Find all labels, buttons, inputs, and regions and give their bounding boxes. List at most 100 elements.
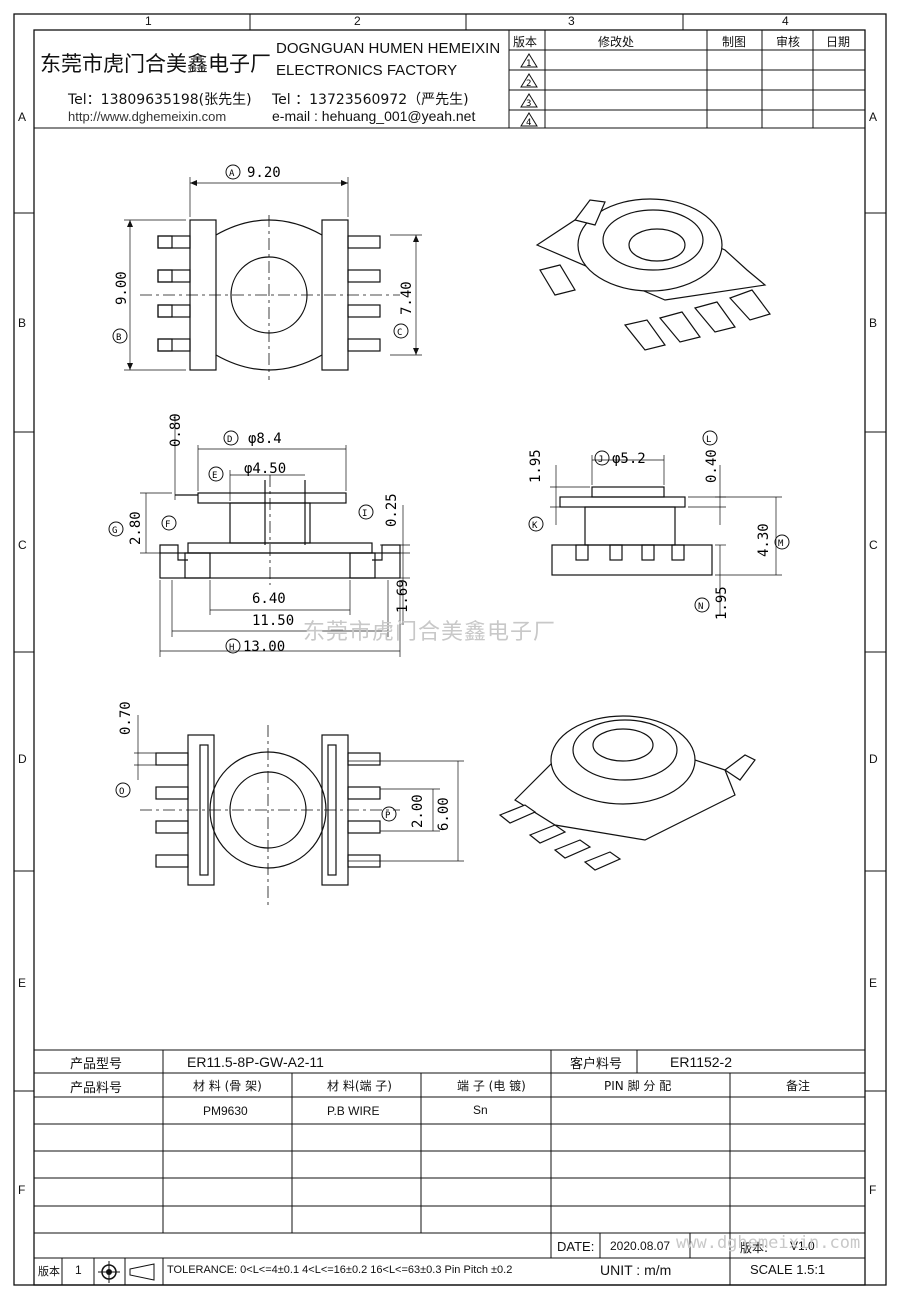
dim-n-value: 1.95 [714,586,730,620]
dim-o-value: 0.70 [118,701,134,735]
company-tel-2: Tel ：13723560972（严先生) [272,92,469,108]
dim-m-marker: M [778,539,784,549]
dim-b-marker: B [116,333,121,343]
date-value: 2020.08.07 [610,1239,671,1253]
dim-k-marker: K [532,521,538,531]
side-view-drawing: J φ5.2 1.95 K L 0.40 4.30 M N 1.95 [528,430,790,620]
rev-header-date: 日期 [826,35,851,49]
rev-header-change: 修改处 [598,35,635,49]
grid-row-f-left: F [18,1183,26,1197]
rev-header-version: 版本 [513,35,538,49]
svg-text:3: 3 [526,99,531,108]
grid-row-d-left: D [18,752,27,766]
dim-f-marker: F [165,520,170,530]
top-view-drawing: A 9.20 B 9.00 C 7.40 [112,164,422,380]
dim-m-value: 4.30 [756,523,772,557]
projection-symbol-icon [98,1261,162,1288]
grid-col-3: 3 [568,14,575,28]
company-tel-1: Tel：13809635198(张先生) [68,92,252,108]
dim-a-value: 9.20 [247,165,281,181]
iso-view-top [535,198,771,351]
customer-pn-label: 客户料号 [570,1057,623,1072]
dim-d-value: φ8.4 [248,431,282,447]
grid-row-a-left: A [18,110,27,124]
svg-text:1: 1 [526,59,531,68]
rev-label: 版本 [38,1265,60,1278]
company-email[interactable]: e-mail : hehuang_001@yeah.net [272,108,476,124]
mat-bobbin-value: PM9630 [203,1104,248,1118]
remark-label: 备注 [786,1079,811,1093]
svg-text:2: 2 [526,79,531,88]
url-overlay-watermark: www.dghemeixin.com [676,1233,861,1253]
grid-row-c-left: C [18,538,27,552]
dim-c-marker: C [397,328,402,338]
grid-row-e-right: E [869,976,878,990]
rev-header-checked: 审核 [776,35,801,49]
mat-pin-label: 材 料(端 子) [327,1079,392,1093]
product-pn-label: 产品料号 [70,1081,123,1096]
iso-view-bottom [498,715,756,871]
company-name-en-2: ELECTRONICS FACTORY [276,62,458,79]
version-label: 版本: [740,1241,769,1255]
unit-text: UNIT : m/m [600,1262,672,1278]
dim-o-marker: O [119,787,124,797]
version-value: V1.0 [790,1239,815,1253]
svg-text:4: 4 [526,118,531,127]
grid-row-f-right: F [869,1183,877,1197]
dim-d-marker: D [227,435,232,445]
grid-row-b-right: B [869,316,878,330]
rev-triangle-4-icon: 4 [520,112,538,132]
dim-j-marker: J [598,455,603,465]
grid-row-d-right: D [869,752,878,766]
grid-row-b-left: B [18,316,27,330]
product-model-value: ER11.5-8P-GW-A2-11 [187,1054,324,1070]
dim-g-marker: G [112,526,117,536]
dim-b-value: 9.00 [114,271,130,305]
grid-col-4: 4 [782,14,789,28]
dim-n-marker: N [698,602,703,612]
date-label: DATE: [557,1239,595,1254]
tolerance-text: TOLERANCE: 0<L<=4±0.1 4<L<=16±0.2 16<L<=… [167,1264,513,1276]
customer-pn-value: ER1152-2 [670,1054,733,1070]
product-model-label: 产品型号 [70,1057,123,1072]
rev-triangle-1-icon: 1 [520,53,538,73]
dim-600-value: 6.00 [436,797,452,831]
dim-f-value: 2.80 [128,511,144,545]
dim-l-marker: L [706,435,711,445]
dim-j-value: φ5.2 [612,451,646,467]
company-website[interactable]: http://www.dghemeixin.com [68,109,227,124]
dim-l-value: 0.40 [704,449,720,483]
grid-col-1: 1 [145,14,152,28]
watermark-text: 东莞市虎门合美鑫电子厂 [303,620,557,645]
mat-bobbin-label: 材 料 (骨 架) [193,1079,262,1093]
pin-plating-label: 端 子 (电 镀) [457,1079,526,1093]
company-name-en-1: DOGNGUAN HUMEN HEMEIXIN [276,40,501,57]
rev-triangle-3-icon: 3 [520,93,538,113]
dim-p-value: 2.00 [410,794,426,828]
dim-a-marker: A [229,169,235,179]
pin-plating-value: Sn [473,1103,488,1117]
dim-169-value: 1.69 [395,579,411,613]
scale-text: SCALE 1.5:1 [750,1262,826,1277]
dim-e-value: φ4.50 [244,461,286,477]
dim-h-value: 13.00 [243,639,285,655]
dim-c-value: 7.40 [399,281,415,315]
dim-k-value: 1.95 [528,449,544,483]
dim-i-marker: I [362,509,367,519]
dim-h-marker: H [229,643,234,653]
pin-assign-label: PIN 脚 分 配 [604,1079,672,1093]
rev-header-drawn: 制图 [722,35,747,49]
rev-value: 1 [75,1263,82,1277]
dim-640-value: 6.40 [252,591,286,607]
dim-1150-value: 11.50 [252,613,294,629]
grid-row-a-right: A [869,110,878,124]
grid-col-2: 2 [354,14,361,28]
dim-080-value: 0.80 [168,413,184,447]
dim-e-marker: E [212,471,217,481]
front-view-drawing: 0.80 D φ8.4 E φ4.50 G 2.80 F I 0.25 1.69… [108,413,411,657]
company-name-cn: 东莞市虎门合美鑫电子厂 [40,52,271,76]
bottom-view-drawing: 0.70 O P 2.00 6.00 [115,701,464,905]
grid-row-e-left: E [18,976,27,990]
rev-triangle-2-icon: 2 [520,73,538,93]
